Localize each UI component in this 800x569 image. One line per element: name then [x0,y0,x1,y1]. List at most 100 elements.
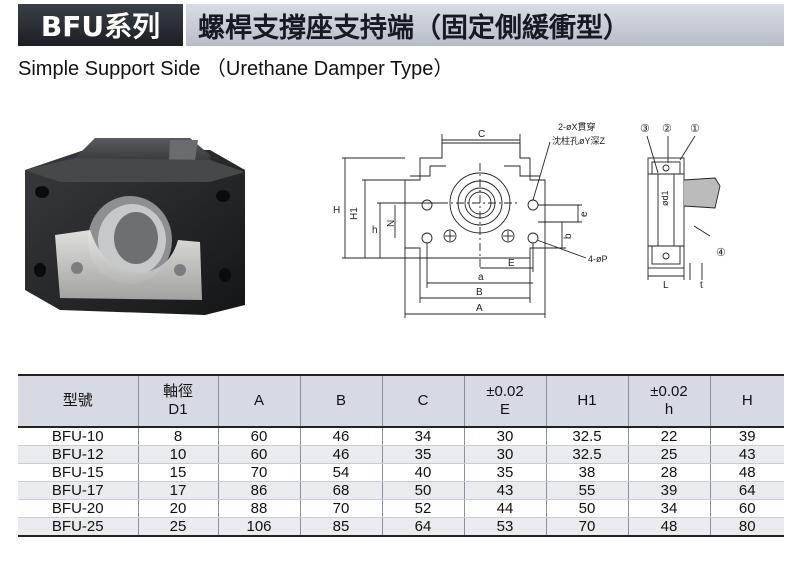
page-title: 螺桿支撐座支持端（固定側緩衝型） [186,4,784,46]
value-cell: 15 [137,463,218,482]
value-cell: 60 [217,445,300,464]
value-cell: 28 [627,463,710,482]
side-view-drawing: ③ ② ① ød1 ④ L t [620,118,790,293]
hole-note-2: 沈柱孔øY深Z [552,135,606,146]
value-cell: 64 [381,517,464,537]
value-cell: 60 [709,499,784,518]
dim-label-d1: ød1 [660,190,670,206]
value-cell: 60 [217,427,300,446]
dim-label-l: L [663,280,669,291]
value-cell: 32.5 [545,445,628,464]
value-cell: 39 [627,481,710,500]
value-cell: 35 [463,463,546,482]
value-cell: 43 [709,445,784,464]
series-title: BFU系列 [18,4,183,46]
callout-1: ① [690,123,700,135]
value-cell: 20 [137,499,218,518]
value-cell: 22 [627,427,710,446]
value-cell: 80 [709,517,784,537]
callout-4: ④ [716,247,726,259]
column-header-text: ±0.02 [486,383,524,400]
value-cell: 44 [463,499,546,518]
column-header: C [381,374,464,428]
title-bar: BFU系列 螺桿支撐座支持端（固定側緩衝型） [18,4,784,46]
product-photo [20,100,265,325]
dim-label-h-lower: h [372,225,378,236]
column-header-text: 型號 [62,392,93,409]
dim-label-h: H [333,205,340,216]
column-header-text: 軸徑 [162,383,193,400]
column-header-text: B [335,392,346,409]
value-cell: 43 [463,481,546,500]
page-subtitle: Simple Support Side （Urethane Damper Typ… [18,58,454,80]
value-cell: 17 [137,481,218,500]
dim-label-h1: H1 [349,207,360,220]
value-cell: 70 [545,517,628,537]
value-cell: 30 [463,427,546,446]
column-header-text: H [741,392,753,409]
value-cell: 55 [545,481,628,500]
value-cell: 85 [299,517,382,537]
value-cell: 54 [299,463,382,482]
value-cell: 46 [299,427,382,446]
dim-label-b: b [563,233,574,239]
column-header-text: H1 [577,392,597,409]
value-cell: 48 [627,517,710,537]
model-cell: BFU-20 [18,499,138,518]
column-header-text: E [499,401,510,418]
dim-label-a: a [478,272,484,283]
value-cell: 8 [137,427,218,446]
column-header: H1 [545,374,628,428]
dim-label-n: N [386,220,397,227]
dim-label-t: t [700,280,703,291]
callout-2: ② [662,123,672,135]
model-cell: BFU-25 [18,517,138,537]
dim-label-e-upper: E [508,258,515,269]
value-cell: 64 [709,481,784,500]
column-header: A [217,374,300,428]
model-cell: BFU-15 [18,463,138,482]
value-cell: 53 [463,517,546,537]
value-cell: 30 [463,445,546,464]
value-cell: 68 [299,481,382,500]
model-cell: BFU-12 [18,445,138,464]
front-view-drawing: C H H1 h N [330,118,620,333]
value-cell: 25 [627,445,710,464]
value-cell: 52 [381,499,464,518]
value-cell: 32.5 [545,427,628,446]
dim-label-e: e [579,211,590,217]
model-cell: BFU-10 [18,427,138,446]
value-cell: 86 [217,481,300,500]
hole-note-1: 2-øX貫穿 [558,121,596,132]
value-cell: 38 [545,463,628,482]
value-cell: 88 [217,499,300,518]
value-cell: 48 [709,463,784,482]
column-header: 型號 [18,374,138,428]
value-cell: 34 [381,427,464,446]
value-cell: 50 [381,481,464,500]
dim-label-a-upper: A [476,303,483,314]
value-cell: 106 [217,517,300,537]
value-cell: 50 [545,499,628,518]
value-cell: 10 [137,445,218,464]
column-header-text: C [417,392,429,409]
model-cell: BFU-17 [18,481,138,500]
column-header: B [299,374,382,428]
column-header: H [709,374,784,428]
column-header-text: D1 [168,401,188,418]
value-cell: 39 [709,427,784,446]
pin-note: 4-øP [588,254,608,264]
value-cell: 25 [137,517,218,537]
dim-label-c: C [478,129,485,140]
